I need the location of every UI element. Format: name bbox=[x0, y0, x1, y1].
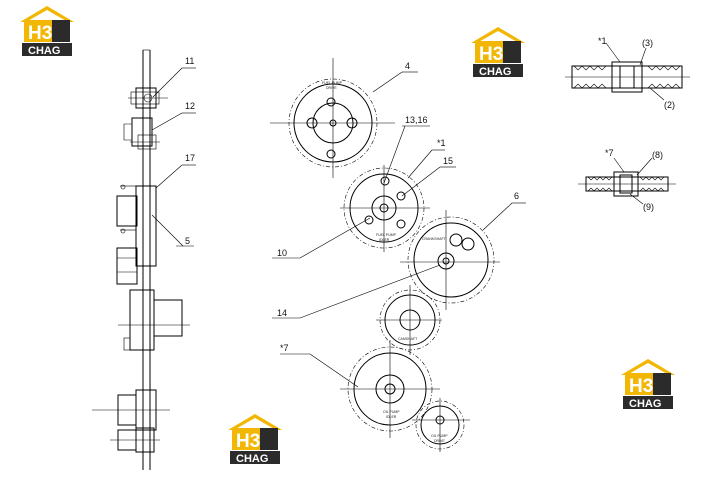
svg-text:DRIVE: DRIVE bbox=[326, 86, 337, 90]
detail-view-1: *1 (3) (2) bbox=[565, 36, 690, 110]
callout-star-1: *1 bbox=[407, 138, 446, 179]
svg-text:13,16: 13,16 bbox=[405, 115, 428, 125]
callout-14: 14 bbox=[272, 264, 441, 319]
svg-text:IDLER: IDLER bbox=[386, 415, 397, 419]
side-view-assembly bbox=[92, 49, 190, 470]
svg-text:CAMSHAFT: CAMSHAFT bbox=[398, 337, 418, 341]
callout-6: 6 bbox=[482, 191, 526, 231]
logo-mark: H3 bbox=[236, 431, 260, 452]
logo-text: CHAG bbox=[28, 45, 60, 57]
svg-text:14: 14 bbox=[277, 308, 287, 318]
svg-text:17: 17 bbox=[185, 153, 195, 163]
svg-text:12: 12 bbox=[185, 101, 195, 111]
svg-text:*7: *7 bbox=[280, 343, 289, 353]
callout-4: 4 bbox=[372, 61, 418, 93]
logo-text: CHAG bbox=[629, 398, 661, 410]
svg-text:IDLER: IDLER bbox=[379, 238, 390, 242]
callout-17: 17 bbox=[155, 153, 196, 189]
logo-text: CHAG bbox=[479, 66, 511, 78]
callout-15: 15 bbox=[401, 156, 456, 197]
gear-crankshaft: CRANKSHAFT bbox=[400, 210, 500, 310]
callout-13-16: 13,16 bbox=[383, 115, 430, 184]
svg-text:OIL PUMP: OIL PUMP bbox=[431, 434, 448, 438]
callout-10: 10 bbox=[272, 217, 371, 259]
svg-text:OIL PUMP: OIL PUMP bbox=[383, 410, 400, 414]
callout-5: 5 bbox=[151, 214, 194, 247]
logo-text: CHAG bbox=[236, 453, 268, 465]
logo-mark: H3 bbox=[28, 23, 52, 44]
svg-text:6: 6 bbox=[514, 191, 519, 201]
logo-right: H3 CHAG bbox=[621, 359, 675, 410]
callout-12: 12 bbox=[151, 101, 196, 131]
logo-bottom-center: H3 CHAG bbox=[228, 414, 282, 465]
svg-text:*1: *1 bbox=[598, 36, 607, 46]
svg-text:5: 5 bbox=[185, 236, 190, 246]
logo-mark: H3 bbox=[479, 44, 503, 65]
svg-text:(8): (8) bbox=[652, 150, 663, 160]
logo-mark: H3 bbox=[629, 376, 653, 397]
detail-view-2: *7 (8) (9) bbox=[578, 148, 676, 212]
svg-text:(2): (2) bbox=[664, 100, 675, 110]
svg-text:11: 11 bbox=[185, 56, 194, 66]
svg-text:FUEL PUMP: FUEL PUMP bbox=[376, 233, 397, 237]
logo-top-left: H3 CHAG bbox=[20, 6, 74, 57]
svg-text:4: 4 bbox=[405, 61, 410, 71]
callout-11: 11 bbox=[152, 56, 196, 98]
gear-oil-pump-drive: OIL PUMP DRIVE bbox=[412, 398, 470, 452]
svg-text:*7: *7 bbox=[605, 148, 614, 158]
callout-star-7: *7 bbox=[280, 343, 359, 388]
svg-text:15: 15 bbox=[443, 156, 453, 166]
svg-text:*1: *1 bbox=[437, 138, 446, 148]
svg-text:FUEL PUMP: FUEL PUMP bbox=[322, 81, 343, 85]
logo-top-center: H3 CHAG bbox=[471, 27, 525, 78]
gear-oil-pump-idler: OIL PUMP IDLER bbox=[340, 340, 440, 438]
gear-camshaft: CAMSHAFT bbox=[376, 285, 442, 355]
svg-text:(3): (3) bbox=[642, 38, 653, 48]
svg-text:DRIVE: DRIVE bbox=[434, 439, 445, 443]
gear-fuel-pump-idler: FUEL PUMP IDLER bbox=[340, 165, 430, 252]
gear-fuel-pump-drive: FUEL PUMP DRIVE bbox=[270, 58, 395, 178]
svg-text:10: 10 bbox=[277, 248, 287, 258]
svg-text:CRANKSHAFT: CRANKSHAFT bbox=[422, 237, 447, 241]
svg-text:(9): (9) bbox=[643, 202, 654, 212]
